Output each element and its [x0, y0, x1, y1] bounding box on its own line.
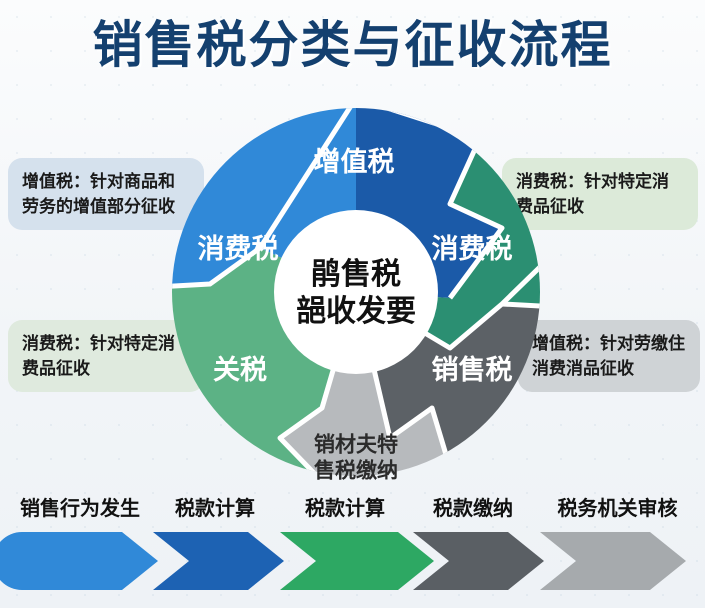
segment-sales-right-label: 销售税 [432, 354, 513, 385]
page-title: 销售税分类与征收流程 [92, 17, 613, 73]
donut-center-line2: 郶收发要 [296, 295, 416, 328]
donut-center-circle [274, 210, 438, 374]
segment-bottom-note-label-line2: 售税缴纳 [314, 459, 398, 483]
donut-center-line1: 鹃售税 [311, 258, 401, 291]
process-flow: 销售行为发生 税款计算 税款计算 税款缴纳 税务机关审核 [0, 492, 705, 602]
segment-tariff-left-label: 关税 [213, 355, 267, 385]
flow-step-4-label: 税款缴纳 [433, 498, 513, 520]
segment-consumption-right-label: 消费税 [432, 234, 513, 264]
flow-step-5-label: 税务机关审核 [557, 498, 678, 520]
flow-step-5-arrow[interactable] [540, 532, 686, 590]
segment-bottom-note-label-line1: 销材夫特 [314, 433, 398, 457]
flow-step-2-arrow[interactable] [153, 532, 284, 590]
note-top-right: 消费税：针对特定消费品征收 [502, 158, 698, 230]
flow-step-3-label: 税款计算 [305, 498, 385, 520]
flow-step-3-arrow[interactable] [280, 532, 434, 590]
note-bottom-left: 消费税：针对特定消费品征收 [8, 320, 204, 392]
flow-step-2-label: 税款计算 [175, 498, 255, 520]
flow-step-4-arrow[interactable] [413, 532, 544, 590]
segment-consumption-left-label: 消费税 [198, 234, 279, 264]
segment-bottom-note-shape[interactable] [280, 292, 450, 500]
donut-chart: 增值税 消费税 销售税 销材夫特 售税缴纳 关税 消费税 鹃售税 郶收发要 [150, 108, 562, 483]
flow-arrows [0, 528, 705, 594]
flow-labels: 销售行为发生 税款计算 税款计算 税款缴纳 税务机关审核 [0, 492, 705, 526]
flow-step-1-label: 销售行为发生 [20, 498, 140, 520]
note-top-left: 增值税：针对商品和劳务的增值部分征收 [8, 158, 204, 230]
segment-vat-top-label: 增值税 [314, 146, 395, 177]
note-bottom-right: 增值税：针对劳缴住消费消品征收 [518, 320, 700, 392]
flow-step-1-arrow[interactable] [0, 532, 158, 590]
